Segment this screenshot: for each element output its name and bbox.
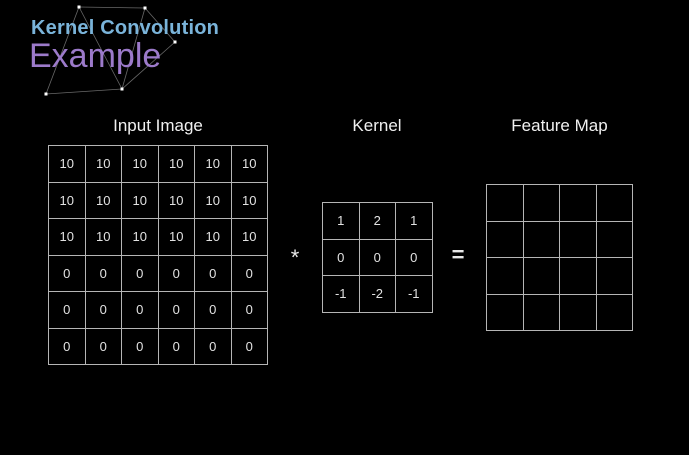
matrix-cell: 10 xyxy=(158,182,194,218)
kernel-label: Kernel xyxy=(352,116,402,135)
matrix-cell xyxy=(487,258,523,294)
matrix-cell: 0 xyxy=(231,328,267,364)
equals-operator: = xyxy=(451,242,465,267)
matrix-cell: 0 xyxy=(85,292,121,328)
matrix-cell: 0 xyxy=(49,255,85,291)
network-graph-icon xyxy=(44,5,177,96)
input-image-label: Input Image xyxy=(113,116,203,135)
matrix-cell xyxy=(596,294,632,330)
matrix-cell xyxy=(560,221,596,257)
matrix-cell xyxy=(487,294,523,330)
matrix-cell: 0 xyxy=(231,292,267,328)
feature-map-label: Feature Map xyxy=(511,116,608,135)
matrix-cell: 10 xyxy=(158,219,194,255)
matrix-cell: 10 xyxy=(85,182,121,218)
matrix-cell: -1 xyxy=(323,276,359,312)
matrix-cell: 10 xyxy=(49,182,85,218)
matrix-cell: 0 xyxy=(122,255,158,291)
matrix-cell xyxy=(560,185,596,221)
matrix-cell: 0 xyxy=(85,328,121,364)
matrix-cell: 0 xyxy=(49,328,85,364)
matrix-cell: 0 xyxy=(122,328,158,364)
matrix-cell: 0 xyxy=(323,239,359,275)
matrix-cell: 10 xyxy=(122,146,158,182)
matrix-cell: 0 xyxy=(49,292,85,328)
matrix-cell: 10 xyxy=(122,182,158,218)
matrix-cell: 0 xyxy=(158,292,194,328)
matrix-cell: 0 xyxy=(195,328,231,364)
page-title: Kernel Convolution xyxy=(31,17,220,39)
matrix-cell: 0 xyxy=(195,292,231,328)
matrix-cell xyxy=(487,221,523,257)
matrix-cell: 10 xyxy=(49,219,85,255)
matrix-cell: 0 xyxy=(396,239,432,275)
matrix-cell: 1 xyxy=(323,203,359,239)
matrix-cell: 0 xyxy=(122,292,158,328)
feature-map-matrix xyxy=(486,184,633,331)
matrix-cell: 10 xyxy=(49,146,85,182)
matrix-cell: 10 xyxy=(85,219,121,255)
matrix-cell: -1 xyxy=(396,276,432,312)
matrix-cell xyxy=(523,221,559,257)
page-subtitle: Example xyxy=(29,37,162,75)
matrix-cell xyxy=(523,294,559,330)
matrix-cell: 10 xyxy=(231,146,267,182)
matrix-cell: 10 xyxy=(231,219,267,255)
matrix-cell: 0 xyxy=(231,255,267,291)
matrix-cell xyxy=(523,258,559,294)
matrix-cell: 0 xyxy=(158,255,194,291)
matrix-cell: 10 xyxy=(122,219,158,255)
matrix-cell: 10 xyxy=(85,146,121,182)
matrix-cell xyxy=(596,185,632,221)
matrix-cell: 0 xyxy=(158,328,194,364)
matrix-cell xyxy=(560,294,596,330)
matrix-cell: 10 xyxy=(231,182,267,218)
matrix-cell: 10 xyxy=(195,182,231,218)
matrix-cell: 10 xyxy=(195,219,231,255)
matrix-cell xyxy=(523,185,559,221)
matrix-cell: 0 xyxy=(85,255,121,291)
convolution-operator: * xyxy=(290,245,300,270)
matrix-cell: 2 xyxy=(359,203,395,239)
matrix-cell xyxy=(487,185,523,221)
matrix-cell xyxy=(596,221,632,257)
matrix-cell: 0 xyxy=(359,239,395,275)
matrix-cell: 1 xyxy=(396,203,432,239)
matrix-cell: -2 xyxy=(359,276,395,312)
matrix-cell: 10 xyxy=(195,146,231,182)
matrix-cell xyxy=(596,258,632,294)
matrix-cell xyxy=(560,258,596,294)
matrix-cell: 10 xyxy=(158,146,194,182)
matrix-cell: 0 xyxy=(195,255,231,291)
